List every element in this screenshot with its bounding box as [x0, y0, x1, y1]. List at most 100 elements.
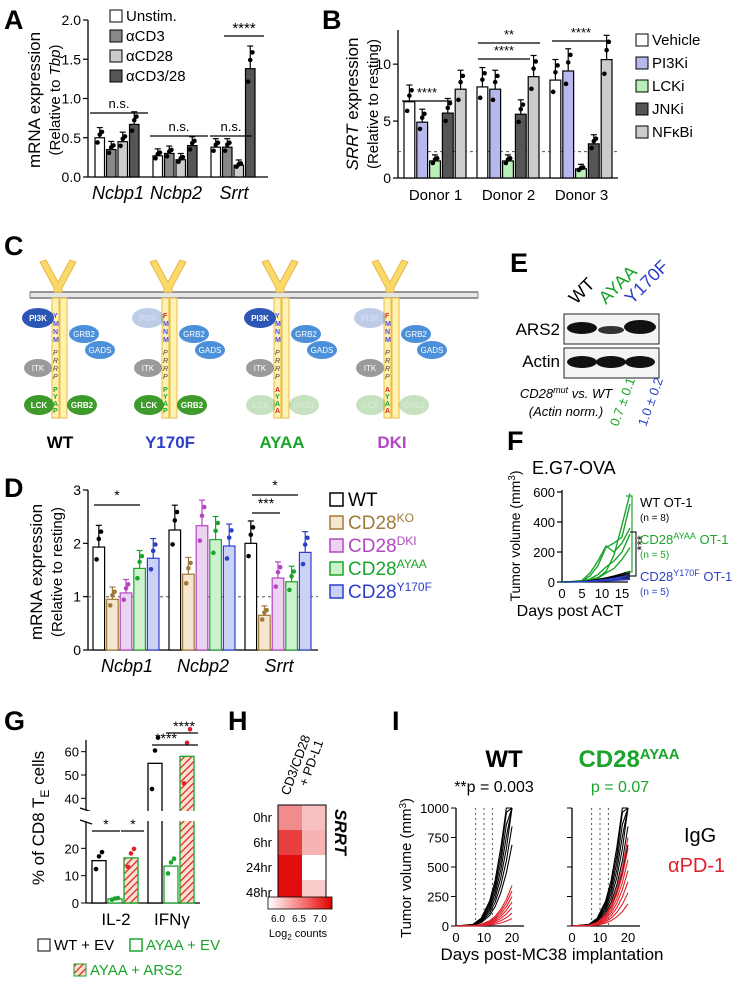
- motif-letter: P: [275, 374, 280, 381]
- motif-letter: P: [163, 374, 168, 381]
- tumor-curve-y170f: [561, 574, 631, 583]
- data-point: [480, 77, 485, 82]
- lck-icon: [24, 395, 54, 415]
- bar-d-0-0: [92, 546, 106, 651]
- data-point: [186, 565, 191, 571]
- y-tick-label-b: 5: [383, 113, 391, 129]
- data-point: [112, 589, 117, 595]
- motif-letter: P: [385, 374, 390, 381]
- legend-acd3: αCD3: [126, 28, 165, 45]
- y-tick-label-f: 200: [533, 545, 555, 560]
- data-point: [430, 160, 436, 166]
- data-point: [259, 617, 265, 622]
- svg-text:*: *: [114, 487, 120, 503]
- panel-b-ylabel: SRRT expression: [343, 38, 362, 171]
- data-point: [246, 553, 251, 559]
- motif-letter: F: [163, 313, 168, 320]
- tumor-curve-ayaa: [562, 503, 631, 583]
- legend-pi3ki: PI3Ki: [652, 55, 688, 72]
- data-point: [589, 145, 594, 151]
- data-point: [152, 748, 158, 753]
- motif-letter: P: [53, 350, 58, 357]
- svg-text:n.s.: n.s.: [221, 119, 242, 134]
- panel-a-ylabel-2: (Relative to Tbp): [47, 45, 64, 156]
- data-point: [211, 148, 216, 154]
- panel-letter-E: E: [510, 248, 528, 278]
- bar-b-0-1: [416, 121, 429, 179]
- data-point: [99, 849, 105, 855]
- bar-d-0-4: [146, 557, 160, 651]
- bar-d-1-3: [209, 538, 223, 651]
- receptor-title-dki: DKI: [377, 433, 406, 452]
- y-tick-label-f: 400: [533, 515, 555, 530]
- x-tick-label-i: 0: [452, 930, 459, 945]
- x-tick-label-i: 20: [621, 930, 635, 945]
- svg-text:***: ***: [258, 495, 275, 511]
- motif-letter: A: [385, 401, 390, 408]
- data-point: [134, 114, 139, 119]
- x-tick-label-f: 10: [595, 586, 609, 601]
- data-point: [580, 165, 586, 170]
- y-tick-label-b: 10: [375, 56, 391, 72]
- bar-b-0-4: [454, 88, 467, 179]
- grb2-icon: [289, 395, 319, 415]
- panel-d-sig: * *** *: [94, 477, 298, 514]
- grb2-label: GRB2: [71, 401, 94, 410]
- panel-g-sig: * * **** ****: [92, 718, 198, 832]
- data-point: [201, 504, 207, 510]
- data-point: [168, 860, 174, 865]
- data-point: [456, 97, 461, 103]
- data-point: [171, 856, 177, 862]
- data-point: [149, 786, 155, 792]
- data-point: [533, 59, 539, 64]
- x-tick-b: Donor 3: [555, 187, 608, 204]
- legend-label-d: CD28KO: [348, 511, 414, 534]
- data-point: [110, 592, 115, 598]
- pi3k-icon: [132, 308, 164, 328]
- data-point: [150, 548, 156, 554]
- panel-letter-G: G: [4, 706, 25, 736]
- blot-note-2: (Actin norm.): [529, 404, 603, 419]
- data-point: [125, 864, 131, 870]
- x-tick-g: IFNγ: [154, 910, 190, 929]
- data-point: [277, 564, 283, 570]
- data-point: [291, 569, 297, 574]
- heat-gene-label: SRRT: [331, 809, 350, 857]
- data-point: [568, 52, 573, 58]
- bar-d-2-3: [285, 581, 298, 651]
- y-tick-label-d: 3: [73, 482, 81, 498]
- panel-b-ylabel-2: (Relative to resting): [365, 39, 382, 169]
- receptor-head: [149, 259, 187, 293]
- axis-break: [87, 811, 202, 821]
- svg-text:****: ****: [571, 25, 591, 40]
- heat-row-label: 48hr: [246, 885, 273, 900]
- data-point: [407, 93, 412, 98]
- svg-text:WT OT-1: WT OT-1: [640, 495, 692, 510]
- tumor-curve-igg: [455, 807, 512, 927]
- panel-letter-B: B: [322, 5, 342, 35]
- y-tick-label-i: 750: [427, 831, 449, 846]
- motif-letter: P: [53, 374, 58, 381]
- x-tick-a: Srrt: [220, 183, 250, 203]
- panel-letter-C: C: [4, 231, 24, 261]
- data-point: [458, 79, 463, 85]
- bar-b-2-4: [600, 58, 613, 179]
- itk-icon: [356, 359, 384, 377]
- receptor-chain: [383, 297, 392, 419]
- y-tick-label-i: 250: [427, 890, 449, 905]
- svg-text:*: *: [130, 816, 136, 832]
- legend-swatch-d: [329, 561, 344, 576]
- data-point: [516, 119, 521, 125]
- svg-text:n.s.: n.s.: [109, 96, 130, 111]
- lck-label: LCK: [141, 401, 158, 410]
- y-tick-label-f: 600: [533, 485, 555, 500]
- data-point: [419, 115, 425, 121]
- motif-letter: N: [53, 329, 58, 336]
- grb2-icon: [399, 395, 429, 415]
- data-point: [180, 154, 186, 160]
- legend-igg: IgG: [684, 825, 716, 847]
- svg-text:****: ****: [494, 43, 514, 58]
- bar-a-2-3: [244, 68, 256, 178]
- bar-b-1-3: [514, 113, 527, 179]
